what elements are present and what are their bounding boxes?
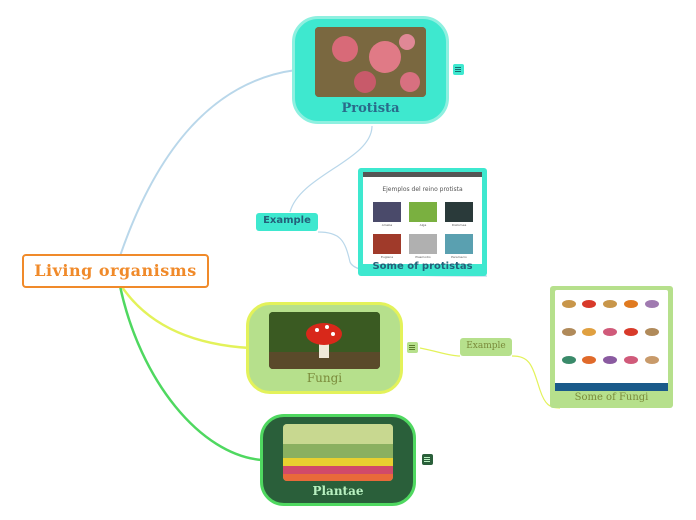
protistas-caption-6: Paramecio bbox=[451, 255, 467, 259]
root-node[interactable]: Living organisms bbox=[22, 254, 209, 288]
fungi-node[interactable]: Fungi bbox=[246, 302, 403, 394]
protistas-image: Ejemplos del reino protista Ameba Alga D… bbox=[363, 172, 482, 264]
protistas-caption-4: Euglena bbox=[380, 255, 394, 259]
protistas-card-label: Some of protistas bbox=[372, 261, 473, 272]
protistas-image-title: Ejemplos del reino protista bbox=[382, 186, 463, 193]
root-label: Living organisms bbox=[34, 261, 197, 280]
protistas-caption-3: Diatomea bbox=[451, 223, 467, 227]
protistas-caption-5: Plasmodio bbox=[415, 255, 431, 259]
protista-label: Protista bbox=[341, 101, 400, 116]
fungi-image bbox=[269, 312, 380, 369]
protistas-caption-1: Ameba bbox=[381, 223, 393, 227]
fungi-notes-icon[interactable] bbox=[407, 342, 418, 353]
protistas-caption-2: Alga bbox=[419, 223, 427, 227]
fungi-card-label: Some of Fungi bbox=[574, 392, 649, 403]
fungi-label: Fungi bbox=[306, 371, 343, 385]
protista-notes-icon[interactable] bbox=[453, 64, 464, 75]
protistas-card-node[interactable]: Ejemplos del reino protista Ameba Alga D… bbox=[358, 168, 487, 276]
plantae-label: Plantae bbox=[312, 484, 364, 498]
plantae-node[interactable]: Plantae bbox=[260, 414, 416, 506]
fungi-image-chart bbox=[555, 290, 668, 391]
plantae-notes-icon[interactable] bbox=[422, 454, 433, 465]
protista-example-node[interactable]: Example bbox=[256, 213, 318, 231]
protista-example-label: Example bbox=[263, 215, 311, 226]
fungi-example-label: Example bbox=[466, 341, 506, 351]
plantae-image bbox=[283, 424, 393, 481]
fungi-example-node[interactable]: Example bbox=[460, 338, 512, 356]
protista-node[interactable]: Protista bbox=[292, 16, 449, 124]
fungi-card-node[interactable]: Some of Fungi bbox=[550, 286, 673, 408]
protista-image bbox=[315, 27, 426, 97]
